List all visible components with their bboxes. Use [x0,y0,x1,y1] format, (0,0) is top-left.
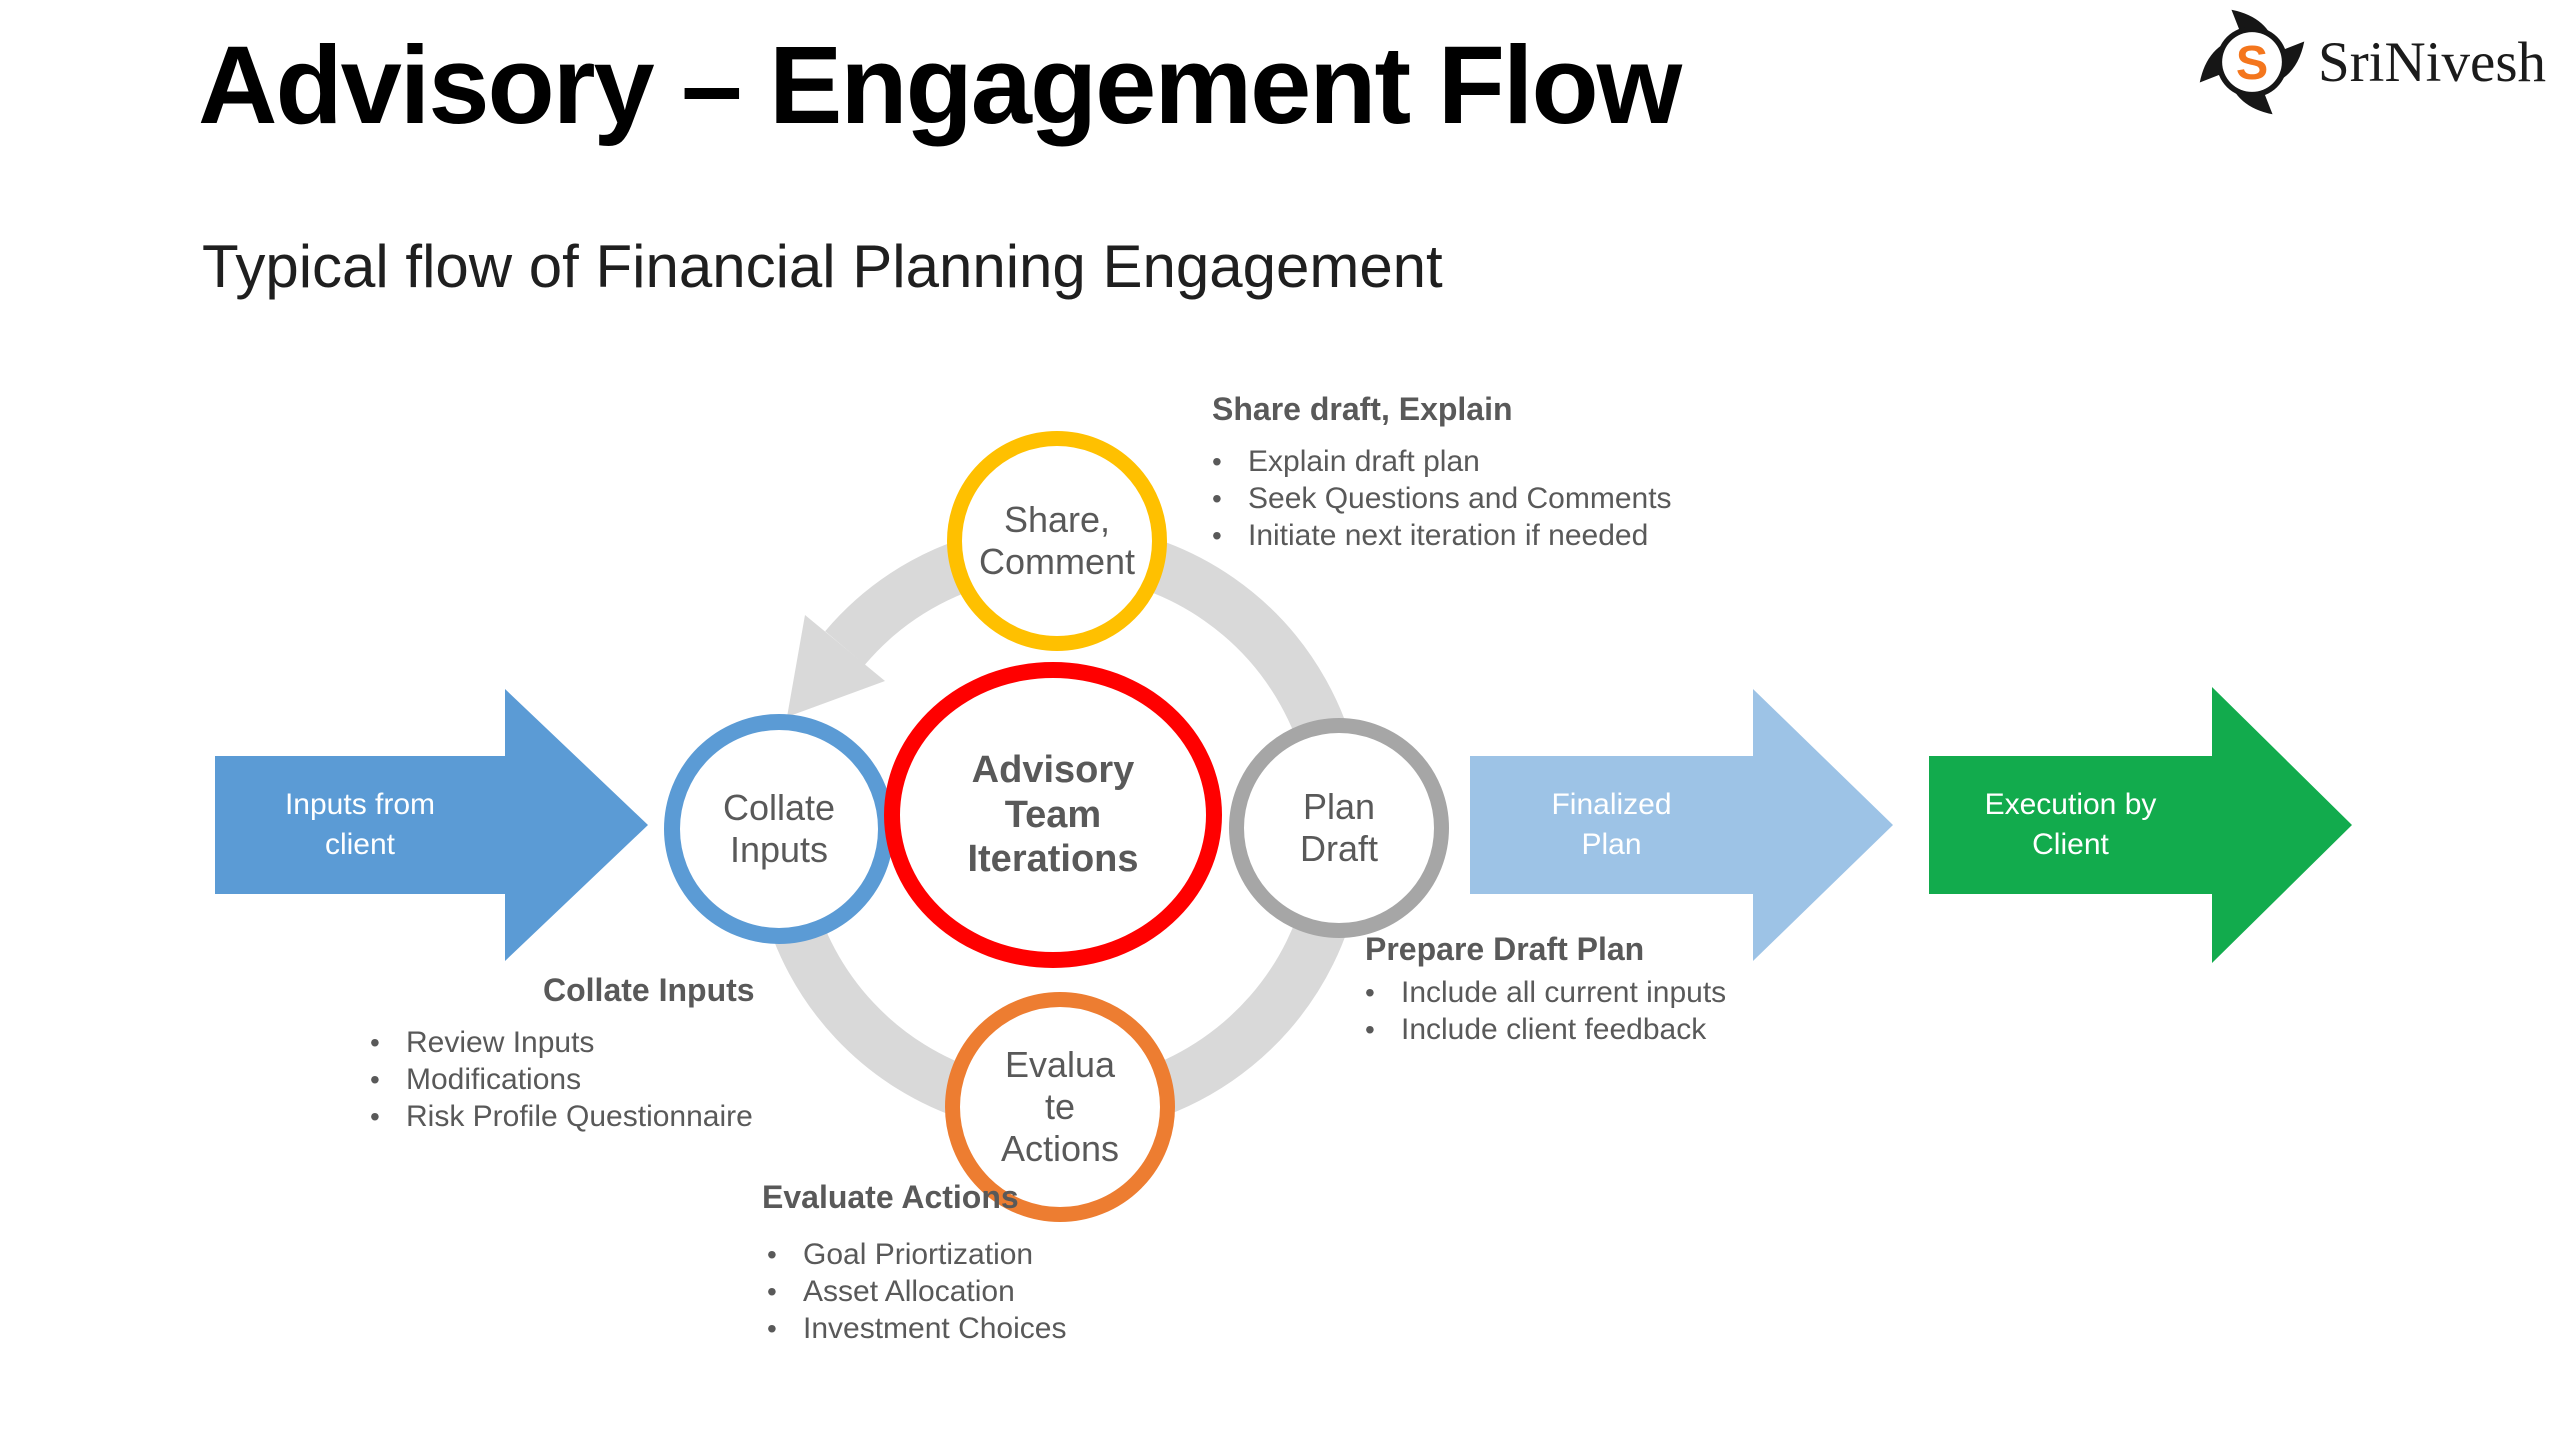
callout-list: • Review Inputs • Modifications • Risk Prof… [370,1024,755,1135]
node-collate-inputs: Collate Inputs [664,714,894,944]
bullet-icon: • [370,1064,380,1095]
list-item: • Risk Profile Questionnaire [370,1098,755,1135]
bullet-icon: • [370,1027,380,1058]
callout-collate-inputs: Collate Inputs • Review Inputs • Modificat… [370,970,755,1135]
callout-heading: Share draft, Explain [1212,391,1513,427]
bullet-text: Explain draft plan [1248,445,1480,478]
bullet-icon: • [1365,1014,1375,1045]
bullet-icon: • [1212,446,1222,477]
bullet-icon: • [1212,483,1222,514]
node-share-comment: Share, Comment [947,431,1167,651]
list-item: • Modifications [370,1061,755,1098]
execution-arrow-shape [1929,687,2352,963]
list-item: • Review Inputs [370,1024,755,1061]
cycle-arrowhead-icon [787,615,885,717]
callout-list: • Explain draft plan • Seek Questions and … [1212,443,1672,554]
list-item: • Initiate next iteration if needed [1212,517,1672,554]
list-item: • Seek Questions and Comments [1212,480,1672,517]
node-plan-draft: Plan Draft [1229,718,1449,938]
inputs-arrow-label: Inputs from client [284,787,436,862]
bullet-text: Goal Priortization [803,1238,1034,1271]
list-item: • Explain draft plan [1212,443,1672,480]
list-item: • Asset Allocation [767,1273,1066,1310]
callout-prepare-draft-plan: Prepare Draft Plan • Include all current … [1365,929,1726,1048]
srinivesh-pinwheel-icon: S [2199,9,2305,115]
logo-monogram: S [2236,36,2268,90]
inputs-arrow-shape [215,689,648,961]
bullet-icon: • [767,1313,777,1344]
bullet-text: Asset Allocation [803,1275,1015,1308]
callout-list: • Include all current inputs • Include cli… [1365,974,1726,1048]
bullet-text: Include all current inputs [1401,976,1727,1009]
page-subtitle: Typical flow of Financial Planning Engag… [202,233,1443,300]
bullet-text: Review Inputs [406,1026,595,1059]
node-advisory-team-iterations: Advisory Team Iterations [884,662,1222,968]
bullet-text: Initiate next iteration if needed [1248,519,1649,552]
list-item: • Include client feedback [1365,1011,1726,1048]
callout-list: • Goal Priortization • Asset Allocation • I… [767,1236,1066,1347]
bullet-text: Modifications [406,1063,582,1096]
bullet-text: Seek Questions and Comments [1248,482,1672,515]
brand-name: SriNivesh [2318,30,2546,94]
callout-heading: Collate Inputs [543,972,755,1008]
bullet-text: Investment Choices [803,1312,1067,1345]
callout-share-draft-explain: Share draft, Explain • Explain draft plan… [1212,389,1672,554]
list-item: • Goal Priortization [767,1236,1066,1273]
bullet-text: Include client feedback [1401,1013,1707,1046]
finalized-arrow-shape [1470,689,1893,961]
callout-evaluate-actions: Evaluate Actions • Goal Priortization • As… [762,1177,1066,1347]
brand-logo: S SriNivesh [2196,6,2546,118]
bullet-icon: • [767,1239,777,1270]
page-title: Advisory – Engagement Flow [198,24,1682,147]
execution-arrow-label: Execution by Client [1984,787,2157,862]
finalized-arrow-label: Finalized Plan [1551,787,1672,862]
bullet-icon: • [1212,520,1222,551]
bullet-icon: • [767,1276,777,1307]
bullet-icon: • [370,1101,380,1132]
list-item: • Include all current inputs [1365,974,1726,1011]
list-item: • Investment Choices [767,1310,1066,1347]
bullet-icon: • [1365,977,1375,1008]
callout-heading: Evaluate Actions [762,1179,1019,1215]
bullet-text: Risk Profile Questionnaire [406,1100,753,1133]
callout-heading: Prepare Draft Plan [1365,931,1645,967]
